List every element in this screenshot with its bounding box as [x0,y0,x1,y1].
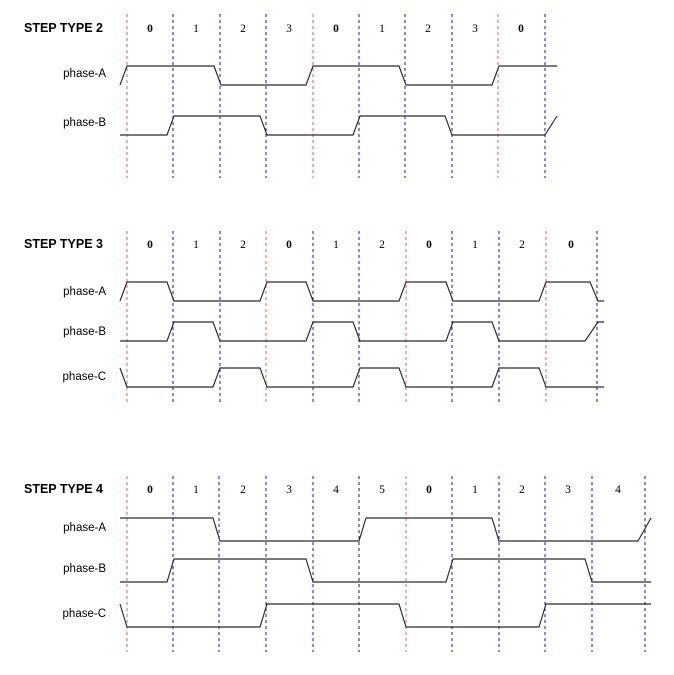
phase-label: phase-B [63,326,106,338]
step-number: 4 [615,484,621,496]
waveform-phase-a [119,281,604,302]
waveform-phase-c [119,367,604,388]
step-number: 0 [147,239,153,251]
phase-label: phase-B [63,117,106,129]
section-step-type-4: STEP TYPE 4 0 1 2 3 4 5 0 1 2 3 4 phase-A phase-B phas… [24,476,652,652]
section-step-type-3: STEP TYPE 3 0 1 2 0 1 2 0 1 2 0 phase-A phase-B phase… [24,231,604,402]
step-number: 2 [240,239,246,251]
step-number: 3 [472,23,478,35]
step-number: 3 [286,23,292,35]
step-number: 1 [379,23,385,35]
waveform-phase-b [120,115,558,136]
step-number: 1 [193,239,199,251]
waveform-phase-a [120,517,652,542]
step-number: 5 [379,484,385,496]
step-number: 0 [333,23,339,35]
step-number: 2 [519,484,525,496]
step-number: 3 [565,484,571,496]
phase-label: phase-C [63,371,106,383]
step-number: 3 [286,484,292,496]
section-title: STEP TYPE 3 [24,237,103,251]
step-number: 0 [426,484,432,496]
step-number: 0 [286,239,292,251]
section-step-type-2: STEP TYPE 2 0 1 2 3 0 1 2 3 0 phase-A phase-B [24,14,558,178]
waveform-phase-b [120,321,604,342]
step-number: 2 [240,23,246,35]
step-number: 0 [518,23,524,35]
step-number: 0 [426,239,432,251]
step-number: 1 [333,239,339,251]
step-number: 2 [240,484,246,496]
step-number: 1 [193,23,199,35]
step-number: 0 [147,484,153,496]
phase-label: phase-A [63,68,106,80]
waveform-phase-b [120,558,651,583]
step-number: 1 [472,239,478,251]
phase-label: phase-A [63,286,106,298]
phase-label: phase-A [63,522,106,534]
section-title: STEP TYPE 4 [24,482,103,496]
waveform-phase-a [119,65,557,86]
step-number: 1 [193,484,199,496]
step-number: 2 [425,23,431,35]
step-number: 2 [379,239,385,251]
step-number: 0 [568,239,574,251]
phase-label: phase-C [63,608,106,620]
step-number: 2 [519,239,525,251]
section-title: STEP TYPE 2 [24,21,103,35]
phase-label: phase-B [63,563,106,575]
step-number: 0 [147,23,153,35]
waveform-phase-c [119,603,651,628]
step-number: 1 [472,484,478,496]
step-number: 4 [333,484,339,496]
